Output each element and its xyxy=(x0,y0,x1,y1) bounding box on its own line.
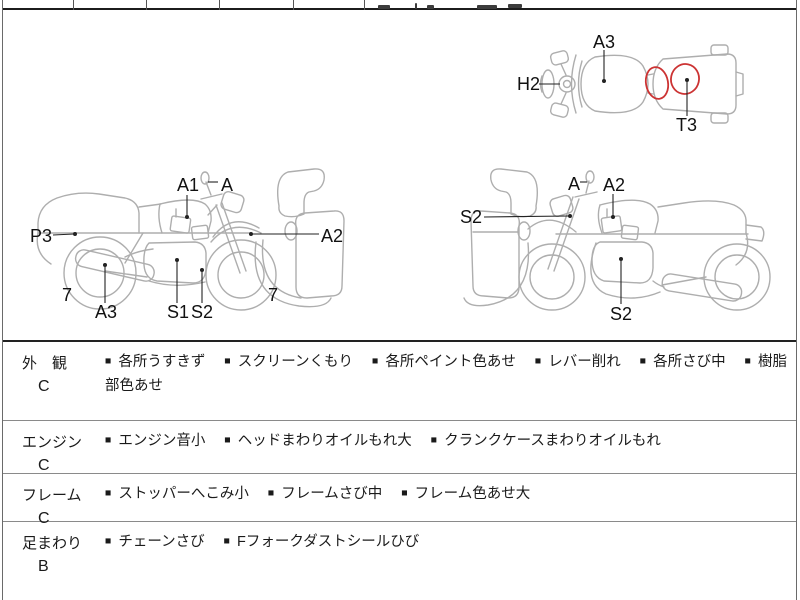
defect-item: ■フレームさび中 xyxy=(267,486,383,502)
category-label: 外 観 xyxy=(22,355,68,372)
defect-item: ■各所さび中 xyxy=(639,354,726,370)
bullet-square-icon: ■ xyxy=(105,434,112,446)
bullet-square-icon: ■ xyxy=(401,487,408,499)
bullet-square-icon: ■ xyxy=(744,355,751,367)
p3-callout-dot xyxy=(73,232,77,236)
label-h2: H2 xyxy=(517,74,540,94)
bullet-square-icon: ■ xyxy=(105,355,112,367)
bullet-square-icon: ■ xyxy=(224,355,231,367)
motorcycle-left-side-diagram: A1 A P3 A2 A3 S1 S2 7 7 xyxy=(30,168,345,322)
label-a: A xyxy=(568,174,580,194)
label-a2: A2 xyxy=(321,226,343,246)
grade-value: C xyxy=(38,378,50,395)
bullet-square-icon: ■ xyxy=(534,355,542,367)
inspection-row-frame: フレーム C ■ストッパーへこみ小 ■フレームさび中 ■フレーム色あせ大 xyxy=(3,473,796,527)
category-cell: エンジン C xyxy=(3,421,103,474)
label-s1: S1 xyxy=(167,302,189,322)
label-s2-engine: S2 xyxy=(610,304,632,324)
s2-engine-callout-dot xyxy=(619,257,623,261)
label-rear-wheel-7: 7 xyxy=(62,285,72,305)
defect-item: ■ヘッドまわりオイルもれ大 xyxy=(224,433,412,449)
inspection-table: 外 観 C ■各所うすきず ■スクリーンくもり ■各所ペイント色あせ ■レバー削… xyxy=(3,340,796,600)
grade-value: C xyxy=(38,457,50,474)
damage-marks-t3 xyxy=(644,63,700,100)
category-label: フレーム xyxy=(22,487,82,504)
bike-left-outline xyxy=(36,168,345,311)
inspection-row-engine: エンジン C ■エンジン音小 ■ヘッドまわりオイルもれ大 ■クランクケースまわり… xyxy=(3,420,796,474)
label-a: A xyxy=(221,175,233,195)
a3-callout-dot xyxy=(602,79,606,83)
category-label: エンジン xyxy=(22,434,83,451)
defect-list: ■各所うすきず ■スクリーンくもり ■各所ペイント色あせ ■レバー削れ ■各所さ… xyxy=(103,342,796,420)
label-p3: P3 xyxy=(30,226,52,246)
label-a3: A3 xyxy=(593,32,615,52)
defect-item: ■エンジン音小 xyxy=(105,433,206,449)
defect-item: ■チェーンさび xyxy=(105,534,205,550)
sheet-right-border xyxy=(796,0,797,600)
a2-callout-dot xyxy=(249,232,253,236)
category-cell: フレーム C xyxy=(3,474,103,527)
label-s2-front: S2 xyxy=(460,207,482,227)
label-front-wheel-7: 7 xyxy=(268,285,278,305)
column-divider xyxy=(73,0,74,10)
label-t3: T3 xyxy=(676,115,697,135)
column-divider xyxy=(146,0,147,10)
bullet-square-icon: ■ xyxy=(372,355,379,367)
defect-item: ■Fフォークダストシールひび xyxy=(223,534,420,550)
bullet-square-icon: ■ xyxy=(224,434,231,446)
s1-callout-dot xyxy=(175,258,179,262)
label-a3: A3 xyxy=(95,302,117,322)
bike-top-outline xyxy=(539,44,744,124)
clipped-text-fragment xyxy=(415,3,417,9)
bullet-square-icon: ■ xyxy=(430,434,438,446)
sheet-left-border xyxy=(2,0,3,600)
defect-item: ■各所ペイント色あせ xyxy=(372,354,516,370)
defect-item: ■レバー削れ xyxy=(534,354,621,370)
label-a2: A2 xyxy=(603,175,625,195)
defect-item: ■フレーム色あせ大 xyxy=(401,486,531,502)
motorcycle-right-side-diagram: S2 A A2 S2 xyxy=(460,168,771,324)
bullet-square-icon: ■ xyxy=(223,535,230,547)
p3-callout-line xyxy=(52,233,75,236)
bullet-square-icon: ■ xyxy=(105,535,112,547)
defect-list: ■チェーンさび ■Fフォークダストシールひび xyxy=(103,522,796,600)
motorcycle-top-view-diagram: A3 H2 T3 xyxy=(517,32,744,135)
s2-front-callout-line xyxy=(483,215,570,218)
inspection-row-undercarriage: 足まわり B ■チェーンさび ■Fフォークダストシールひび xyxy=(3,521,796,600)
a1-callout-dot xyxy=(185,215,189,219)
defect-list: ■ストッパーへこみ小 ■フレームさび中 ■フレーム色あせ大 xyxy=(103,474,796,521)
a3-callout-dot xyxy=(103,263,107,267)
column-divider xyxy=(293,0,294,10)
bullet-square-icon: ■ xyxy=(267,487,275,499)
clipped-text-fragment xyxy=(378,5,390,9)
category-cell: 外 観 C xyxy=(3,342,103,420)
bullet-square-icon: ■ xyxy=(639,355,647,367)
defect-item: ■スクリーンくもり xyxy=(224,354,353,370)
bike-right-outline xyxy=(463,168,771,311)
column-divider xyxy=(364,0,365,10)
grade-value: C xyxy=(38,510,50,527)
top-table-partial-row xyxy=(3,0,796,10)
label-a1: A1 xyxy=(177,175,199,195)
defect-item: ■各所うすきず xyxy=(105,354,206,370)
t3-callout-dot xyxy=(685,78,689,82)
column-divider xyxy=(219,0,220,10)
category-label: 足まわり xyxy=(22,535,83,552)
clipped-text-fragment xyxy=(477,5,497,9)
clipped-text-fragment xyxy=(508,4,522,8)
defect-item: ■ストッパーへこみ小 xyxy=(105,486,249,502)
a2-callout-dot xyxy=(611,215,615,219)
s2-front-callout-dot xyxy=(568,214,572,218)
grade-value: B xyxy=(38,558,49,575)
s2-callout-dot xyxy=(200,268,204,272)
defect-list: ■エンジン音小 ■ヘッドまわりオイルもれ大 ■クランクケースまわりオイルもれ xyxy=(103,421,796,473)
bullet-square-icon: ■ xyxy=(105,487,112,499)
clipped-text-fragment xyxy=(427,5,434,9)
label-s2: S2 xyxy=(191,302,213,322)
defect-item: ■クランクケースまわりオイルもれ xyxy=(430,433,661,449)
inspection-row-exterior: 外 観 C ■各所うすきず ■スクリーンくもり ■各所ペイント色あせ ■レバー削… xyxy=(3,342,796,420)
category-cell: 足まわり B xyxy=(3,522,103,600)
defect-item: ■樹脂部色あせ xyxy=(105,354,787,394)
